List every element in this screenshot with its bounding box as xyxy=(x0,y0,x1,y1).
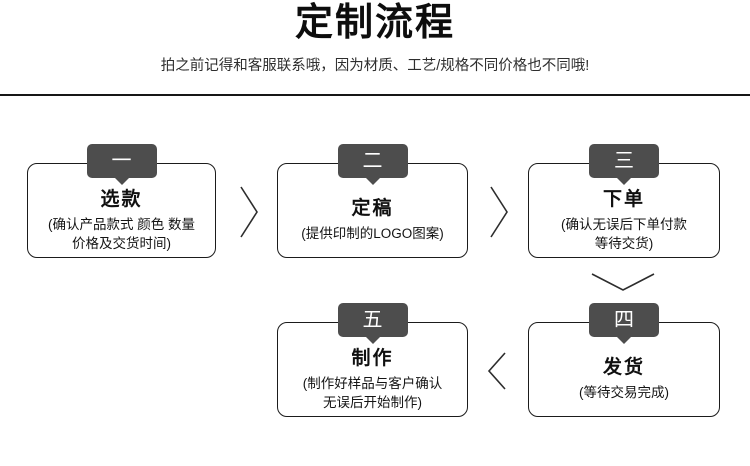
step-title-5: 制作 xyxy=(351,348,394,370)
step-title-4: 发货 xyxy=(602,357,645,379)
step-desc-5: (制作好样品与客户确认 无误后开始制作) xyxy=(303,375,443,411)
page-title: 定制流程 xyxy=(294,2,455,44)
arrow-down-icon xyxy=(591,272,655,292)
page-subtitle: 拍之前记得和客服联系哦，因为材质、工艺/规格不同价格也不同哦! xyxy=(160,58,590,74)
step-box-3: 三 下单 (确认无误后下单付款 等待交货) xyxy=(528,144,720,258)
step-desc-5-line-1: (制作好样品与客户确认 xyxy=(302,376,443,392)
step-title-3: 下单 xyxy=(602,189,645,211)
step-desc-5-line-2: 无误后开始制作) xyxy=(323,394,422,410)
step-title-1: 选款 xyxy=(100,189,143,211)
step-desc-3: (确认无误后下单付款 等待交货) xyxy=(561,216,687,252)
step-box-5: 五 制作 (制作好样品与客户确认 无误后开始制作) xyxy=(277,303,468,417)
step-desc-4: (等待交易完成) xyxy=(579,384,669,402)
step-desc-1-line-2: 价格及交货时间) xyxy=(72,235,171,251)
step-box-2: 二 定稿 (提供印制的LOGO图案) xyxy=(277,144,468,258)
step-desc-3-line-2: 等待交货) xyxy=(594,235,654,251)
step-number-5: 五 xyxy=(362,309,383,331)
step-number-badge-5: 五 xyxy=(337,303,408,344)
step-desc-4-line-1: (等待交易完成) xyxy=(579,385,669,401)
step-number-3: 三 xyxy=(614,150,634,172)
step-number-badge-2: 二 xyxy=(337,144,408,185)
step-number-badge-4: 四 xyxy=(589,303,659,344)
step-desc-1: (确认产品款式 颜色 数量 价格及交货时间) xyxy=(48,216,195,252)
arrow-right-icon xyxy=(489,186,509,238)
step-desc-2-line-1: (提供印制的LOGO图案) xyxy=(301,226,444,242)
arrow-right-icon xyxy=(239,186,259,238)
step-title-2: 定稿 xyxy=(351,198,394,220)
step-desc-1-line-1: (确认产品款式 颜色 数量 xyxy=(48,217,195,233)
step-number-4: 四 xyxy=(614,309,634,331)
step-number-badge-1: 一 xyxy=(86,144,157,185)
arrow-left-icon xyxy=(487,352,507,390)
step-desc-2: (提供印制的LOGO图案) xyxy=(301,225,444,243)
step-number-2: 二 xyxy=(362,150,383,172)
divider xyxy=(0,94,750,96)
step-box-1: 一 选款 (确认产品款式 颜色 数量 价格及交货时间) xyxy=(27,144,216,258)
step-number-badge-3: 三 xyxy=(589,144,659,185)
step-box-4: 四 发货 (等待交易完成) xyxy=(528,303,720,417)
step-number-1: 一 xyxy=(111,150,132,172)
step-desc-3-line-1: (确认无误后下单付款 xyxy=(561,217,687,233)
